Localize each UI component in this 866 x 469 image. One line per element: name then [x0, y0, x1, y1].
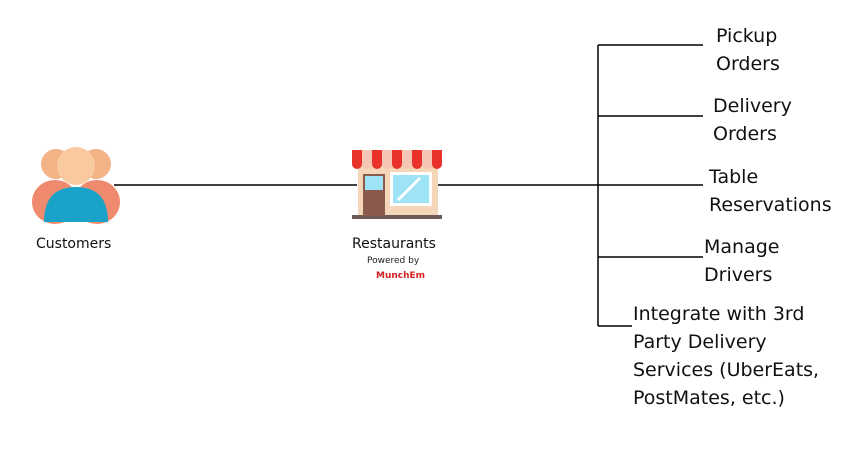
- store-icon: [352, 150, 442, 219]
- branch-text-line: PostMates, etc.): [633, 387, 785, 409]
- branch-table-reservations: Table Reservations: [709, 163, 832, 219]
- branch-text-line: Integrate with 3rd: [633, 303, 805, 325]
- restaurants-label: Restaurants: [352, 236, 436, 252]
- branch-text-line: Reservations: [709, 194, 832, 216]
- branch-pickup-orders: Pickup Orders: [716, 22, 780, 78]
- branch-text-line: Orders: [713, 123, 777, 145]
- customers-icon: [32, 147, 120, 224]
- branch-text-line: Drivers: [704, 264, 773, 286]
- branch-text-line: Orders: [716, 53, 780, 75]
- branch-third-party-delivery: Integrate with 3rd Party Delivery Servic…: [633, 300, 819, 412]
- customers-label: Customers: [36, 236, 112, 252]
- branch-text-line: Pickup: [716, 25, 778, 47]
- branch-text-line: Services (UberEats,: [633, 359, 820, 381]
- branch-text-line: Manage: [704, 236, 780, 258]
- branch-text-line: Party Delivery: [633, 331, 767, 353]
- munchem-logo: MunchEm: [376, 271, 426, 281]
- branch-manage-drivers: Manage Drivers: [704, 233, 779, 289]
- powered-by-label: Powered by: [367, 256, 420, 266]
- branch-text-line: Delivery: [713, 95, 792, 117]
- branch-text-line: Table: [709, 166, 759, 188]
- branch-delivery-orders: Delivery Orders: [713, 92, 792, 148]
